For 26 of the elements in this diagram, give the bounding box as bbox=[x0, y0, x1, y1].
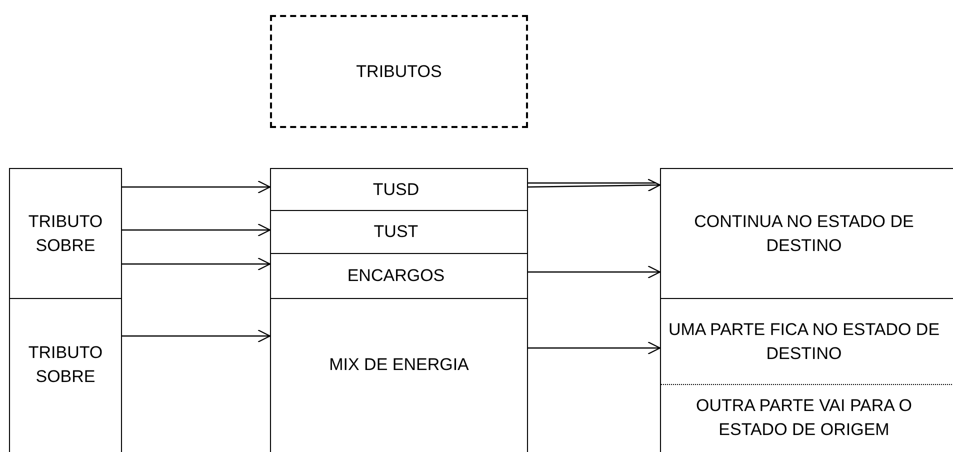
box-text: TRIBUTOS bbox=[356, 60, 442, 83]
process-box bbox=[660, 168, 953, 299]
arrow bbox=[122, 180, 271, 194]
process-box bbox=[9, 168, 122, 299]
box-text: ENCARGOS bbox=[347, 265, 445, 288]
box-text: UMA PARTE FICA NO ESTADO DE DESTINO bbox=[667, 319, 941, 365]
process-box bbox=[270, 253, 528, 299]
process-box bbox=[660, 384, 953, 452]
box-text: TUST bbox=[374, 221, 418, 244]
arrow bbox=[527, 178, 661, 192]
process-box bbox=[270, 298, 528, 452]
arrow bbox=[528, 341, 661, 355]
dashed-box bbox=[270, 15, 528, 128]
arrow bbox=[122, 223, 271, 237]
box-text: TRIBUTO SOBRE bbox=[27, 210, 104, 256]
arrow bbox=[122, 329, 271, 343]
box-text: TUSD bbox=[372, 178, 420, 201]
box-text: MIX DE ENERGIA bbox=[329, 354, 469, 376]
box-text: OUTRA PARTE VAI PARA O ESTADO DE ORIGEM bbox=[694, 395, 914, 441]
box-text: CONTINUA NO ESTADO DE DESTINO bbox=[693, 210, 915, 256]
process-box bbox=[9, 298, 122, 452]
process-box bbox=[270, 210, 528, 254]
arrow bbox=[122, 257, 271, 271]
box-text: TRIBUTO SOBRE bbox=[27, 342, 104, 388]
process-box bbox=[270, 168, 528, 211]
arrow bbox=[528, 265, 661, 279]
